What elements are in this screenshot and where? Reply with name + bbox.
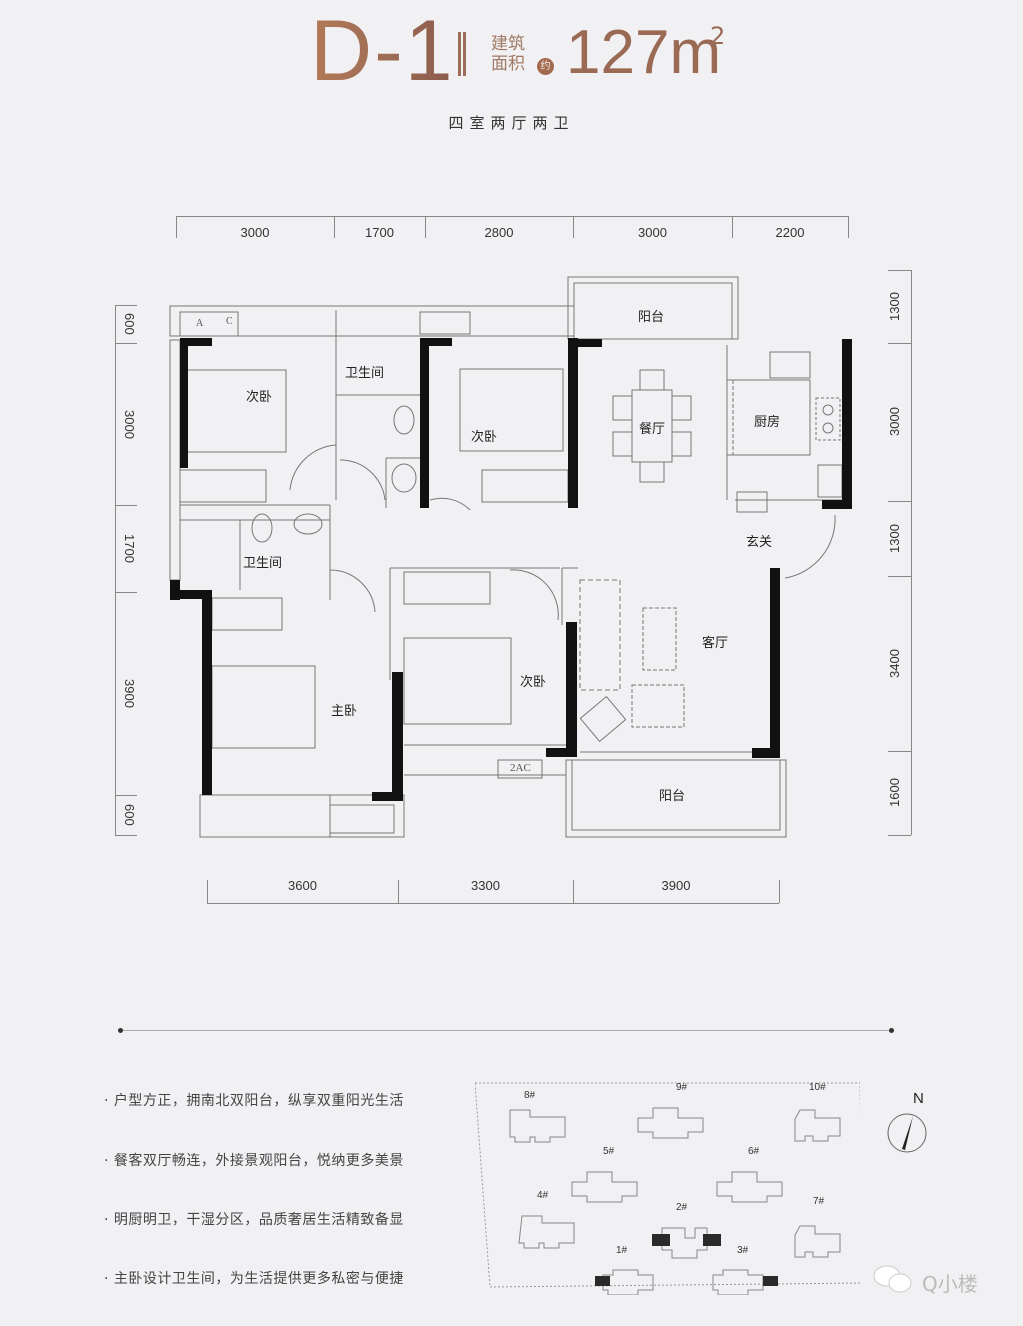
room-bedroom-north: 次卧	[471, 430, 498, 445]
dim-left-3: 1700	[122, 534, 137, 563]
building-2: 2#	[676, 1202, 688, 1213]
dim-left-5: 600	[122, 804, 137, 826]
room-master-bedroom: 主卧	[331, 704, 358, 719]
room-balcony-south: 阳台	[659, 789, 686, 804]
dim-top-5: 2200	[775, 225, 805, 240]
ac-label-c: C	[226, 316, 233, 327]
dim-bottom-3: 3900	[661, 878, 691, 893]
room-dining: 餐厅	[639, 422, 666, 437]
building-8: 8#	[524, 1090, 536, 1101]
area-label-line1: 建筑	[491, 34, 525, 54]
ac-unit-label: 2AC	[510, 762, 531, 774]
compass-north-label: N	[913, 1090, 924, 1107]
room-bedroom-nw: 次卧	[246, 390, 273, 405]
building-1: 1#	[616, 1245, 628, 1256]
dim-bottom-2: 3300	[471, 878, 500, 893]
area-unit-superscript: 2	[710, 22, 726, 50]
room-kitchen: 厨房	[754, 415, 781, 430]
site-plan-outline	[475, 1082, 860, 1295]
building-10: 10#	[809, 1082, 826, 1093]
dim-top-2: 1700	[365, 225, 394, 240]
dim-left-1: 600	[122, 313, 137, 335]
area-value: 127m	[566, 18, 722, 87]
feature-2: · 餐客双厅畅连，外接景观阳台，悦纳更多美景	[104, 1153, 404, 1169]
room-living: 客厅	[702, 636, 729, 651]
building-5: 5#	[603, 1146, 615, 1157]
floor-plan-walls	[169, 276, 852, 838]
title-separator	[458, 32, 466, 76]
ac-label-a: A	[196, 318, 204, 329]
area-label: 建筑 面积	[491, 34, 525, 74]
wechat-icon	[873, 1265, 912, 1293]
building-4: 4#	[537, 1190, 549, 1201]
dim-top-1: 3000	[240, 225, 270, 240]
building-6: 6#	[748, 1146, 760, 1157]
room-bathroom-north: 卫生间	[345, 366, 385, 381]
approx-badge: 约	[537, 58, 554, 75]
dim-bottom-1: 3600	[288, 878, 317, 893]
feature-4: · 主卧设计卫生间，为生活提供更多私密与便捷	[104, 1271, 404, 1287]
room-balcony-north: 阳台	[638, 310, 665, 325]
feature-3: · 明厨明卫，干湿分区，品质奢居生活精致备显	[104, 1212, 404, 1228]
section-divider	[118, 1028, 894, 1033]
dim-left-4: 3900	[122, 679, 137, 708]
building-3: 3#	[737, 1245, 749, 1256]
room-bedroom-south: 次卧	[520, 675, 547, 690]
area-label-line2: 面积	[491, 54, 525, 74]
floor-plan: 次卧 卫生间 次卧 阳台 餐厅 厨房 玄关 卫生间 主卧 次卧 客厅 阳台 2A…	[169, 276, 852, 838]
building-7: 7#	[813, 1196, 825, 1207]
feature-1: · 户型方正，拥南北双阳台，纵享双重阳光生活	[104, 1093, 404, 1109]
dim-top-4: 3000	[638, 225, 667, 240]
compass-icon	[887, 1113, 927, 1153]
room-bathroom-master: 卫生间	[243, 556, 283, 571]
room-entrance: 玄关	[746, 535, 773, 550]
building-9: 9#	[676, 1082, 688, 1093]
watermark-text: Q小楼	[922, 1272, 978, 1296]
site-plan: 8# 9# 10# 5# 6# 4# 2# 7# 1# 3#	[475, 1080, 860, 1295]
layout-name: 四室两厅两卫	[448, 114, 575, 132]
dim-left-2: 3000	[122, 409, 137, 439]
dim-top-3: 2800	[484, 225, 514, 240]
unit-code: D-1	[310, 3, 455, 99]
